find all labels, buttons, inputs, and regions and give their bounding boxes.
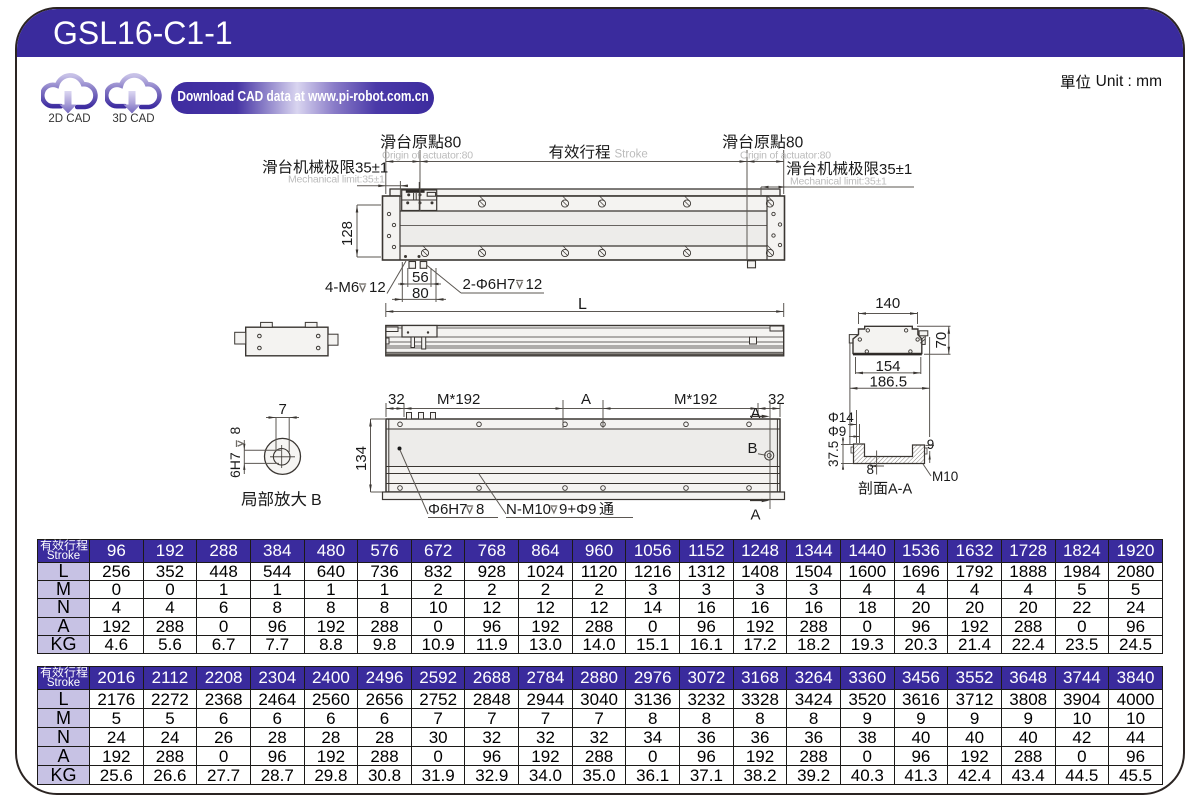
svg-text:80: 80 (444, 135, 462, 152)
svg-text:2-Φ6H7: 2-Φ6H7 (463, 276, 516, 293)
svg-text:8: 8 (476, 501, 484, 518)
svg-text:80: 80 (412, 285, 429, 302)
svg-text:M*192: M*192 (437, 391, 480, 408)
svg-text:A: A (751, 507, 761, 524)
svg-text:Φ6H7: Φ6H7 (428, 501, 468, 518)
svg-text:80: 80 (786, 135, 804, 152)
svg-text:128: 128 (339, 221, 356, 246)
svg-text:M*192: M*192 (674, 391, 717, 408)
svg-text:6H7: 6H7 (227, 452, 243, 478)
svg-text:32: 32 (388, 391, 405, 408)
svg-text:B: B (311, 492, 322, 509)
svg-text:Mechanical limit:35±1: Mechanical limit:35±1 (288, 174, 385, 186)
svg-text:L: L (578, 296, 587, 313)
svg-text:186.5: 186.5 (870, 374, 908, 391)
svg-text:70: 70 (933, 332, 950, 349)
svg-text:35±1: 35±1 (879, 161, 912, 178)
svg-text:4-M6: 4-M6 (325, 279, 359, 296)
svg-text:8: 8 (227, 427, 243, 435)
svg-text:A-A: A-A (888, 482, 913, 498)
svg-text:Φ14: Φ14 (828, 410, 854, 425)
svg-text:8: 8 (867, 462, 875, 477)
svg-text:N-M10: N-M10 (506, 501, 551, 518)
svg-text:9: 9 (927, 437, 935, 452)
svg-text:Stroke: Stroke (615, 149, 648, 161)
svg-text:7: 7 (279, 401, 287, 418)
svg-text:12: 12 (369, 279, 386, 296)
svg-text:32: 32 (768, 391, 785, 408)
svg-text:Φ9: Φ9 (828, 424, 846, 439)
svg-text:154: 154 (876, 358, 901, 375)
svg-text:Origin of actuator:80: Origin of actuator:80 (740, 150, 831, 162)
svg-text:56: 56 (412, 269, 429, 286)
svg-text:Mechanical limit:35±1: Mechanical limit:35±1 (790, 176, 887, 188)
svg-text:9+Φ9: 9+Φ9 (559, 501, 596, 518)
svg-text:140: 140 (875, 295, 900, 312)
svg-text:35±1: 35±1 (355, 160, 388, 177)
svg-text:M10: M10 (932, 469, 958, 484)
svg-text:Origin of actuator:80: Origin of actuator:80 (382, 150, 473, 162)
svg-text:37.5: 37.5 (826, 441, 841, 467)
svg-text:134: 134 (353, 446, 370, 471)
svg-text:B: B (748, 440, 758, 457)
svg-text:A: A (581, 391, 591, 408)
svg-text:12: 12 (526, 276, 543, 293)
svg-text:A: A (751, 405, 761, 422)
